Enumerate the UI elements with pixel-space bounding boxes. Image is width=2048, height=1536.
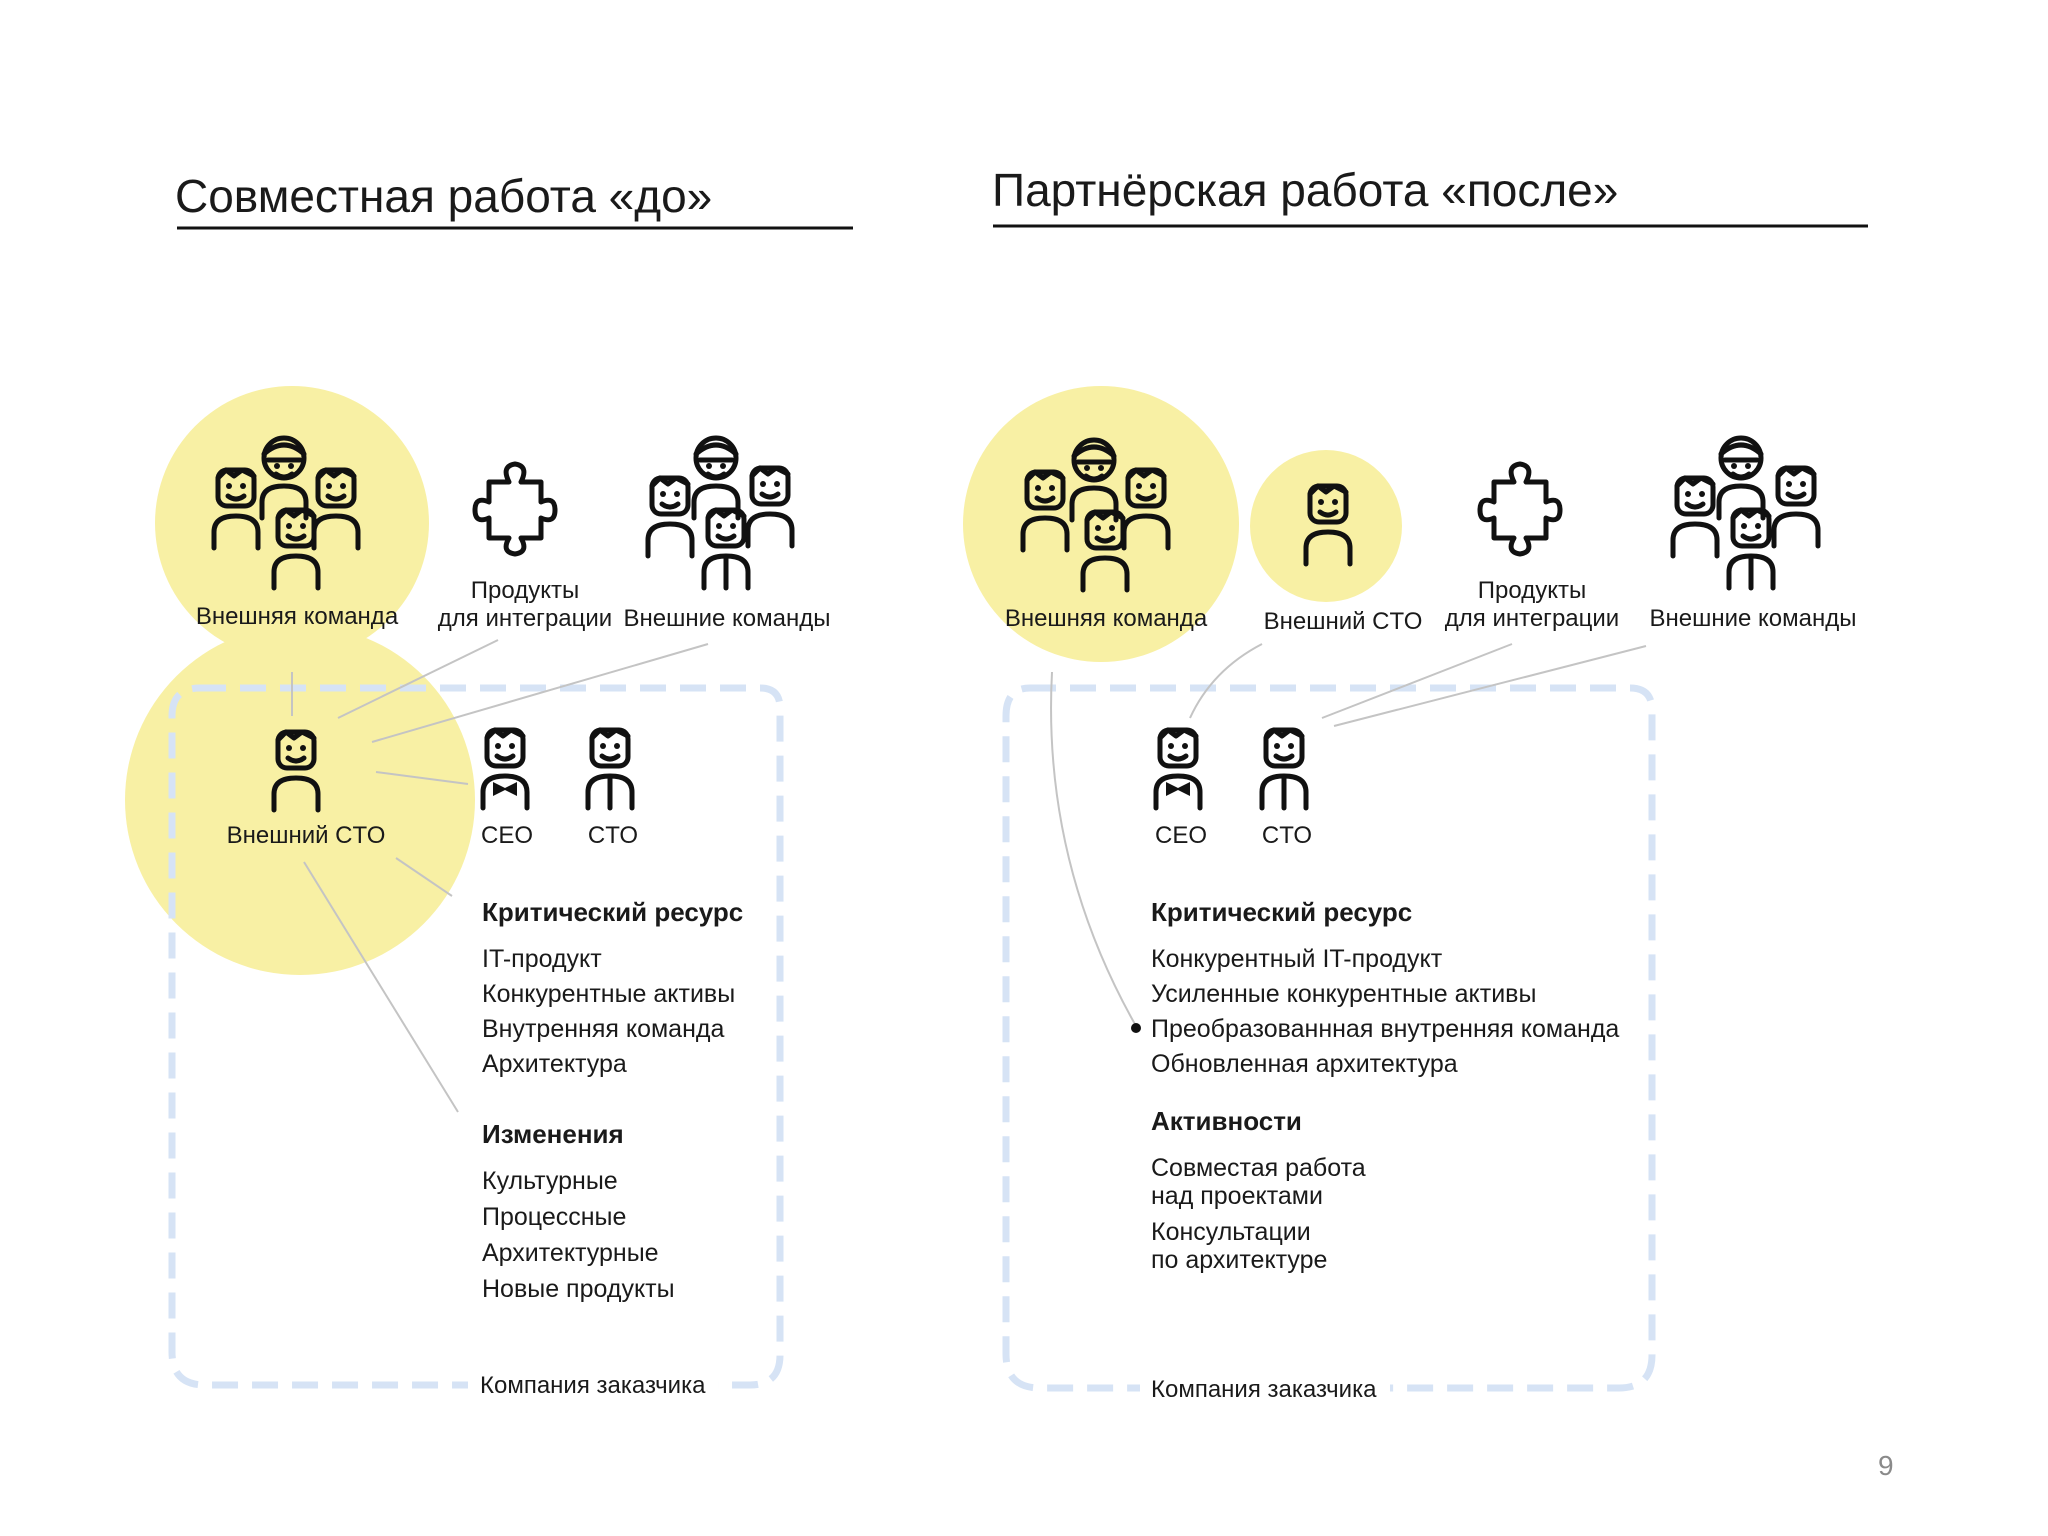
ceo-icon: [483, 730, 527, 808]
label-external-team: Внешняя команда: [196, 603, 399, 630]
highlight-circle-external-team: [963, 386, 1239, 662]
external-cto-group: Внешний CTO: [1264, 486, 1423, 635]
puzzle-icon: [475, 464, 555, 554]
external-team-group: Внешняя команда: [196, 438, 399, 630]
company-label-bg: [468, 1364, 718, 1404]
critical-item: Преобразованнная внутренняя команда: [1151, 1015, 1619, 1043]
critical-item: Конкурентный IT-продукт: [1151, 945, 1443, 973]
activity-item: Консультации: [1151, 1218, 1311, 1246]
external-teams-group: Внешние команды: [623, 438, 831, 632]
label-products-line1: Продукты: [471, 577, 579, 604]
panel-after: Партнёрская работа «после» Внешняя коман…: [963, 164, 1868, 1408]
ceo-node: CEO: [481, 730, 533, 849]
label-external-teams: Внешние команды: [1649, 605, 1856, 632]
activity-item: Совместая работа: [1151, 1154, 1366, 1182]
person-icon: [1673, 478, 1717, 556]
label-cto: CTO: [588, 822, 638, 849]
cto-icon: [1262, 730, 1306, 808]
label-products-line2: для интеграции: [1445, 605, 1619, 632]
critical-item: Архитектура: [482, 1050, 627, 1078]
label-cto: CTO: [1262, 822, 1312, 849]
highlight-circle-external-team: [155, 386, 429, 660]
critical-item: Обновленная архитектура: [1151, 1050, 1458, 1078]
critical-item: Конкурентные активы: [482, 980, 735, 1008]
page-number: 9: [1878, 1450, 1894, 1481]
changes-item: Новые продукты: [482, 1275, 675, 1303]
label-ceo: CEO: [1155, 822, 1207, 849]
cto-icon: [588, 730, 632, 808]
critical-item: Внутренняя команда: [482, 1015, 724, 1043]
activity-item: по архитектуре: [1151, 1246, 1327, 1274]
highlight-circle-external-cto: [125, 625, 475, 975]
label-ceo: CEO: [481, 822, 533, 849]
label-external-team: Внешняя команда: [1005, 605, 1208, 632]
external-team-group: Внешняя команда: [1005, 440, 1208, 632]
customer-company-boundary: [1002, 684, 1656, 1392]
critical-resource-heading: Критический ресурс: [482, 897, 743, 927]
cto-node: CTO: [1262, 730, 1312, 849]
changes-item: Культурные: [482, 1167, 618, 1195]
connector-lines: [1050, 643, 1647, 1027]
puzzle-icon: [1480, 464, 1560, 554]
ceo-icon: [1156, 730, 1200, 808]
person-icon: [648, 478, 692, 556]
panel-before: Совместная работа «до» Внешняя команда П…: [125, 170, 853, 1404]
label-external-teams: Внешние команды: [623, 605, 830, 632]
products-group: Продукты для интеграции: [1445, 464, 1619, 632]
highlight-circle-external-cto: [1250, 450, 1402, 602]
activities-heading: Активности: [1151, 1106, 1302, 1136]
external-cto-node: Внешний CTO: [227, 732, 386, 849]
activity-item: над проектами: [1151, 1182, 1323, 1210]
label-external-cto: Внешний CTO: [1264, 608, 1423, 635]
label-customer-company: Компания заказчика: [480, 1372, 706, 1399]
critical-item: Усиленные конкурентные активы: [1151, 980, 1536, 1008]
label-customer-company: Компания заказчика: [1151, 1376, 1377, 1403]
external-teams-group: Внешние команды: [1649, 438, 1857, 632]
woman-icon: [694, 438, 738, 518]
company-label-bg: [1140, 1368, 1390, 1408]
customer-company-boundary: [168, 684, 784, 1389]
cto-node: CTO: [588, 730, 638, 849]
label-products-line2: для интеграции: [438, 605, 612, 632]
changes-item: Архитектурные: [482, 1239, 659, 1267]
ceo-node: CEO: [1155, 730, 1207, 849]
products-group: Продукты для интеграции: [438, 464, 612, 632]
person-icon: [748, 468, 792, 546]
cto-icon: [1729, 510, 1773, 588]
person-icon: [1774, 468, 1818, 546]
woman-icon: [1719, 438, 1763, 518]
bullet-dot: [1131, 1023, 1141, 1033]
label-external-cto: Внешний CTO: [227, 822, 386, 849]
panel-after-title: Партнёрская работа «после»: [992, 164, 1618, 216]
cto-icon: [704, 510, 748, 588]
label-products-line1: Продукты: [1478, 577, 1586, 604]
connector-lines: [291, 639, 709, 1113]
critical-resource-heading: Критический ресурс: [1151, 897, 1412, 927]
panel-before-title: Совместная работа «до»: [175, 170, 712, 222]
critical-item: IT-продукт: [482, 945, 602, 973]
changes-heading: Изменения: [482, 1119, 624, 1149]
changes-item: Процессные: [482, 1203, 626, 1231]
